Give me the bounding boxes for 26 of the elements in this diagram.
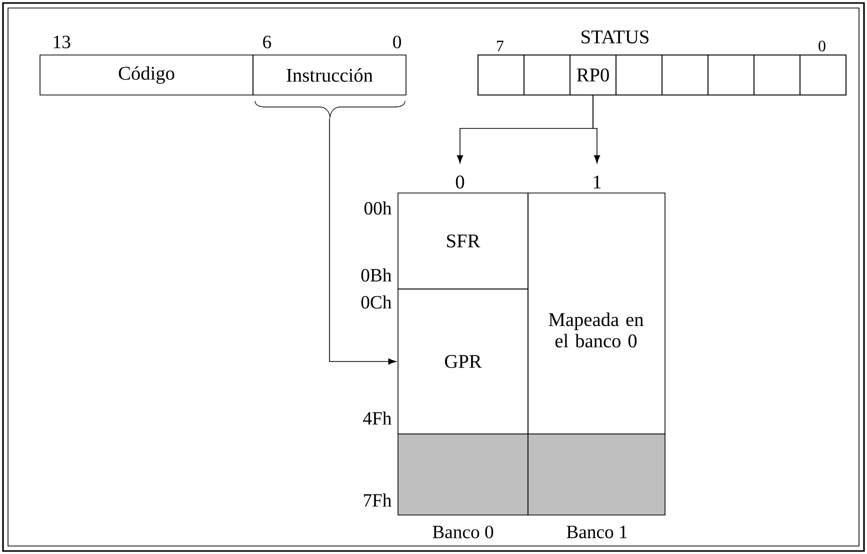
field-box: Instrucción [252, 54, 406, 96]
bit-cell: RP0 [570, 54, 616, 96]
memory-region: SFR [398, 192, 528, 290]
unused-region [398, 434, 528, 516]
field-box: Código [40, 54, 254, 96]
bank-label: Banco 0 [432, 526, 494, 538]
bit-cell [524, 54, 570, 96]
bit-cell [800, 54, 846, 96]
bank-number: 0 [456, 175, 464, 189]
bit-number: 0 [818, 40, 826, 52]
arrow [329, 118, 396, 365]
bit-cell [662, 54, 708, 96]
address-label: 0Ch [361, 295, 392, 309]
unused-region [528, 434, 666, 516]
bit-cell [616, 54, 662, 96]
bit-number: 6 [263, 36, 272, 48]
node-label: STATUS [582, 30, 649, 44]
arrow [592, 95, 600, 164]
bit-cell [478, 54, 524, 96]
bit-cell [754, 54, 800, 96]
bit-number: 7 [497, 40, 504, 52]
address-label: 4Fh [363, 412, 392, 424]
bit-cell [708, 54, 754, 96]
address-label: 0Bh [361, 268, 392, 282]
bank-number: 1 [594, 176, 601, 188]
bank-label: Banco 1 [566, 526, 627, 538]
